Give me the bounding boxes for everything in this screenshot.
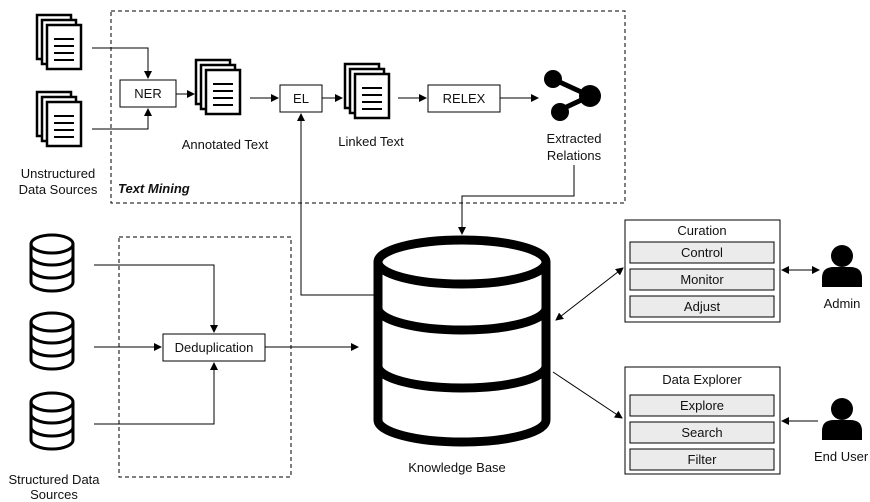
- structured-label-line2: Sources: [30, 487, 78, 502]
- unstructured-label-line1: Unstructured: [21, 166, 95, 181]
- deduplication-box: [162, 333, 266, 362]
- curation-adjust-label: Adjust: [684, 299, 721, 314]
- db3-to-dedup-arrow: [94, 362, 218, 425]
- curation-control-label: Control: [681, 245, 723, 260]
- curation-monitor: [629, 268, 775, 291]
- db1-to-dedup-arrow: [94, 264, 218, 333]
- knowledge-base-label: Knowledge Base: [408, 460, 506, 475]
- curation-monitor-label: Monitor: [680, 272, 724, 287]
- explorer-filter: [629, 448, 775, 471]
- end-user-person-icon: [822, 398, 862, 440]
- doc1-to-ner-arrow: [92, 47, 152, 79]
- deduplication-label: Deduplication: [175, 340, 254, 355]
- extracted-relations-label-line2: Relations: [547, 148, 602, 163]
- admin-label: Admin: [824, 296, 861, 311]
- unstructured-label-line2: Data Sources: [19, 182, 98, 197]
- curation-adjust: [629, 295, 775, 318]
- admin-person-icon: [822, 245, 862, 287]
- unstructured-doc-icon-2: [37, 92, 81, 146]
- structured-region: [118, 236, 292, 478]
- doc2-to-ner-arrow: [92, 108, 152, 130]
- linked-text-label: Linked Text: [338, 134, 404, 149]
- kb-to-explorer-arrow: [552, 371, 623, 419]
- explorer-filter-label: Filter: [688, 452, 718, 467]
- extracted-relations-label-line1: Extracted: [547, 131, 602, 146]
- curation-control: [629, 241, 775, 264]
- structured-db-icon-1: [29, 233, 75, 293]
- explorer-explore: [629, 394, 775, 417]
- explorer-search: [629, 421, 775, 444]
- explorer-search-label: Search: [681, 425, 722, 440]
- text-mining-title: Text Mining: [118, 181, 190, 196]
- linked-text-icon: [345, 64, 389, 118]
- structured-db-icon-2: [29, 311, 75, 371]
- explorer-explore-label: Explore: [680, 398, 724, 413]
- structured-label-line1: Structured Data: [8, 472, 100, 487]
- annotated-text-label: Annotated Text: [182, 137, 269, 152]
- structured-db-icon-3: [29, 391, 75, 451]
- unstructured-doc-icon-1: [37, 15, 81, 69]
- ner-label: NER: [134, 86, 161, 101]
- end-user-label: End User: [814, 449, 869, 464]
- knowledge-base-icon: [373, 235, 551, 447]
- el-label: EL: [293, 91, 309, 106]
- curation-title: Curation: [677, 223, 726, 238]
- text-mining-region: [110, 10, 626, 204]
- relex-box: [427, 84, 501, 113]
- data-explorer-title: Data Explorer: [662, 372, 742, 387]
- kb-to-el-arrow: [297, 113, 378, 296]
- relex-label: RELEX: [443, 91, 486, 106]
- annotated-text-icon: [196, 60, 240, 114]
- relations-to-kb-arrow: [458, 165, 575, 235]
- el-box: [279, 84, 323, 113]
- kb-curation-arrow: [555, 267, 624, 321]
- share-relations-icon: [544, 70, 601, 121]
